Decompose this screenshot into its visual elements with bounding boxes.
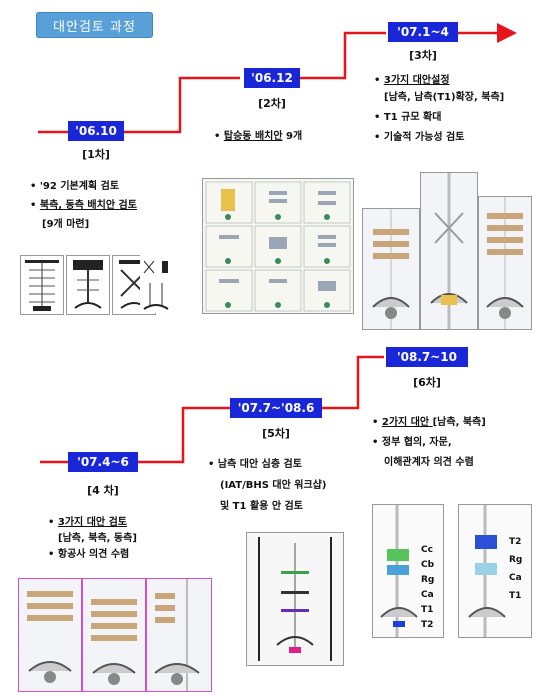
title-badge: 대안검토 과정 [36, 12, 153, 38]
arrow-bot-3 [322, 355, 384, 410]
phase3-plan-south [362, 208, 420, 330]
arrow-top-2 [124, 76, 240, 134]
phase1-bullets: • '92 기본계획 검토 • 북측, 동측 배치안 검토 [9개 마련] [30, 181, 137, 230]
phase1-plan-2 [66, 255, 110, 315]
phase4-plan-east [146, 578, 212, 692]
phase1-plan-4 [140, 255, 174, 313]
stage-box-5: '07.7~'08.6 [230, 398, 322, 418]
phase2-plan-grid [202, 178, 354, 314]
phase6-bullets: • 2가지 대안 [남측, 북측] • 정부 협의, 자문, 이해관계자 의견 … [372, 417, 486, 468]
phase2-bullets: • 탑승동 배치안 9개 [214, 131, 303, 142]
phase4-bullets: • 3가지 대안 검토 [남측, 북측, 동측] • 항공사 의견 수렴 [48, 517, 137, 560]
stage-box-3: '07.1~4 [388, 22, 458, 42]
phase3-bullets: • 3가지 대안설정 [남측, 남측(T1)확장, 북측] • T1 규모 확대… [374, 75, 505, 143]
arrow-top-3 [300, 31, 386, 80]
phase5-iat-plan [246, 532, 344, 666]
stage-rank-6: [6차] [413, 376, 441, 389]
stage-rank-4: [4 차] [87, 484, 119, 497]
stage-rank-3: [3차] [409, 49, 437, 62]
stage-rank-5: [5차] [262, 427, 290, 440]
stage-box-4: '07.4~6 [68, 452, 138, 472]
stage-box-6: '08.7~10 [386, 347, 468, 367]
arrow-bot-2 [138, 406, 230, 464]
stage-rank-2: [2차] [258, 97, 286, 110]
page-title: 대안검토 과정 [53, 19, 136, 35]
stage-box-2: '06.12 [244, 68, 300, 88]
phase5-bullets: • 남측 대안 심층 검토 (IAT/BHS 대안 워크샵) 및 T1 활용 안… [208, 459, 327, 512]
phase4-plan-south [18, 578, 82, 692]
phase1-plan-1 [20, 255, 64, 315]
phase3-plan-north [478, 196, 532, 330]
stage-rank-1: [1차] [82, 148, 110, 161]
phase3-plan-south-t1 [420, 172, 478, 330]
phase4-plan-north [82, 578, 146, 692]
stage-box-1: '06.10 [68, 121, 124, 141]
